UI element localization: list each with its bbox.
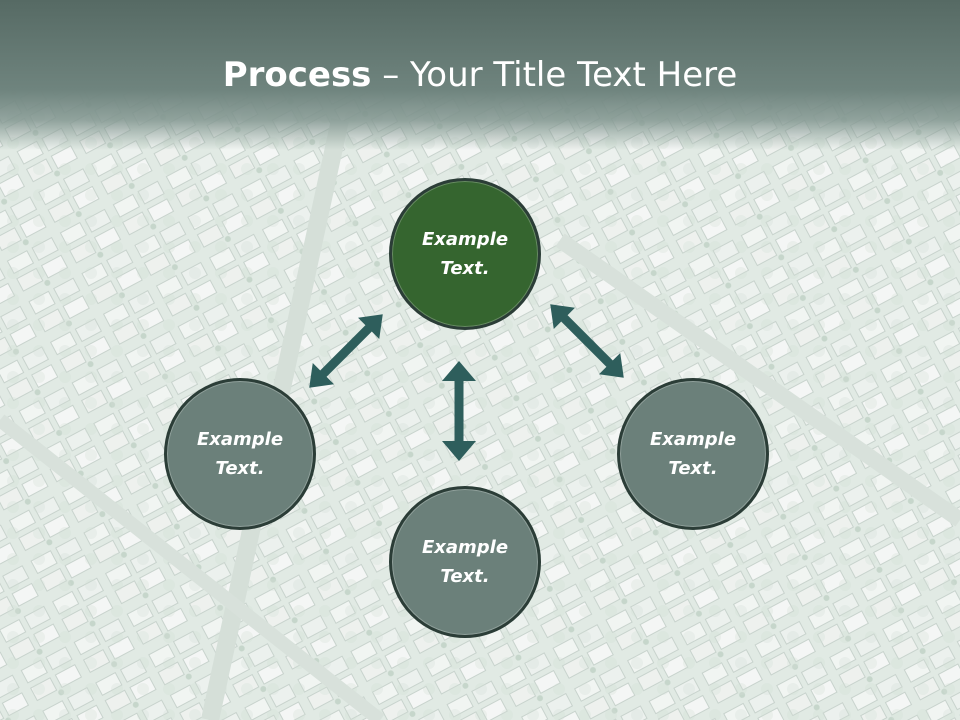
process-node-right[interactable]: Example Text. xyxy=(617,378,769,530)
title-rest-part: – Your Title Text Here xyxy=(371,55,738,95)
arrow-top-to-right xyxy=(550,304,624,378)
node-right-text: Example Text. xyxy=(649,429,737,479)
title-header-band xyxy=(0,0,960,150)
process-node-top[interactable]: Example Text. xyxy=(389,178,541,330)
node-bottom-text: Example Text. xyxy=(421,537,509,587)
title-bold-part: Process xyxy=(222,55,372,95)
process-node-bottom[interactable]: Example Text. xyxy=(389,486,541,638)
node-top-text: Example Text. xyxy=(421,229,509,279)
process-node-left[interactable]: Example Text. xyxy=(164,378,316,530)
arrow-top-to-left xyxy=(309,314,383,388)
node-left-text: Example Text. xyxy=(196,429,284,479)
arrow-top-to-bottom xyxy=(442,361,476,461)
slide-title[interactable]: Process – Your Title Text Here xyxy=(0,52,960,98)
